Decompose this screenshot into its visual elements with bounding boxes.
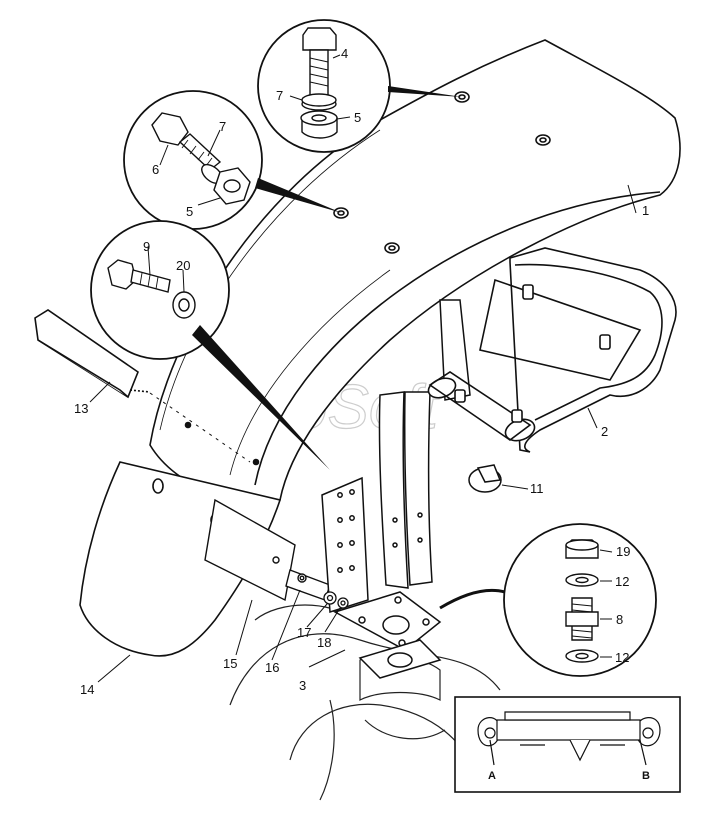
tractor-body-outline	[229, 604, 501, 801]
callout-12-lower: 12	[615, 650, 629, 665]
callout-2: 2	[601, 424, 608, 439]
callout-12-upper: 12	[615, 574, 629, 589]
callout-1: 1	[642, 203, 649, 218]
callout-15: 15	[223, 656, 237, 671]
callout-4: 4	[341, 46, 348, 61]
callout-5-top: 5	[354, 110, 361, 125]
detail-circle-middle	[123, 90, 342, 230]
callout-16: 16	[265, 660, 279, 675]
support-frame	[321, 299, 471, 679]
callout-3: 3	[299, 678, 306, 693]
leader-lines	[89, 54, 637, 683]
small-bolts	[323, 591, 349, 609]
callout-20: 20	[176, 258, 190, 273]
callout-17: 17	[297, 625, 311, 640]
callout-13: 13	[74, 401, 88, 416]
callout-8: 8	[616, 612, 623, 627]
callout-19: 19	[616, 544, 630, 559]
mounting-bracket	[204, 498, 331, 602]
handle-rail	[427, 247, 677, 453]
callout-11: 11	[530, 481, 544, 496]
callout-7-top: 7	[276, 88, 283, 103]
reflector	[34, 309, 251, 463]
detail-circle-top	[257, 19, 462, 153]
inset-label-b: B	[642, 770, 650, 782]
detail-circle-right	[439, 523, 657, 677]
callout-9: 9	[143, 239, 150, 254]
fender-bolt	[333, 91, 551, 254]
inset-label-a: A	[488, 770, 496, 782]
inset-axle-view: A B	[454, 696, 681, 793]
detail-circle-lower	[90, 220, 330, 470]
callout-18: 18	[317, 635, 331, 650]
callout-labels: 1 2 3 4 5 5 6 7 7 8 9 11 12 12 13 14 15 …	[74, 46, 649, 697]
callout-7-middle: 7	[219, 119, 226, 134]
callout-5-middle: 5	[186, 204, 193, 219]
callout-6: 6	[152, 162, 159, 177]
end-cap	[468, 464, 502, 493]
callout-14: 14	[80, 682, 94, 697]
